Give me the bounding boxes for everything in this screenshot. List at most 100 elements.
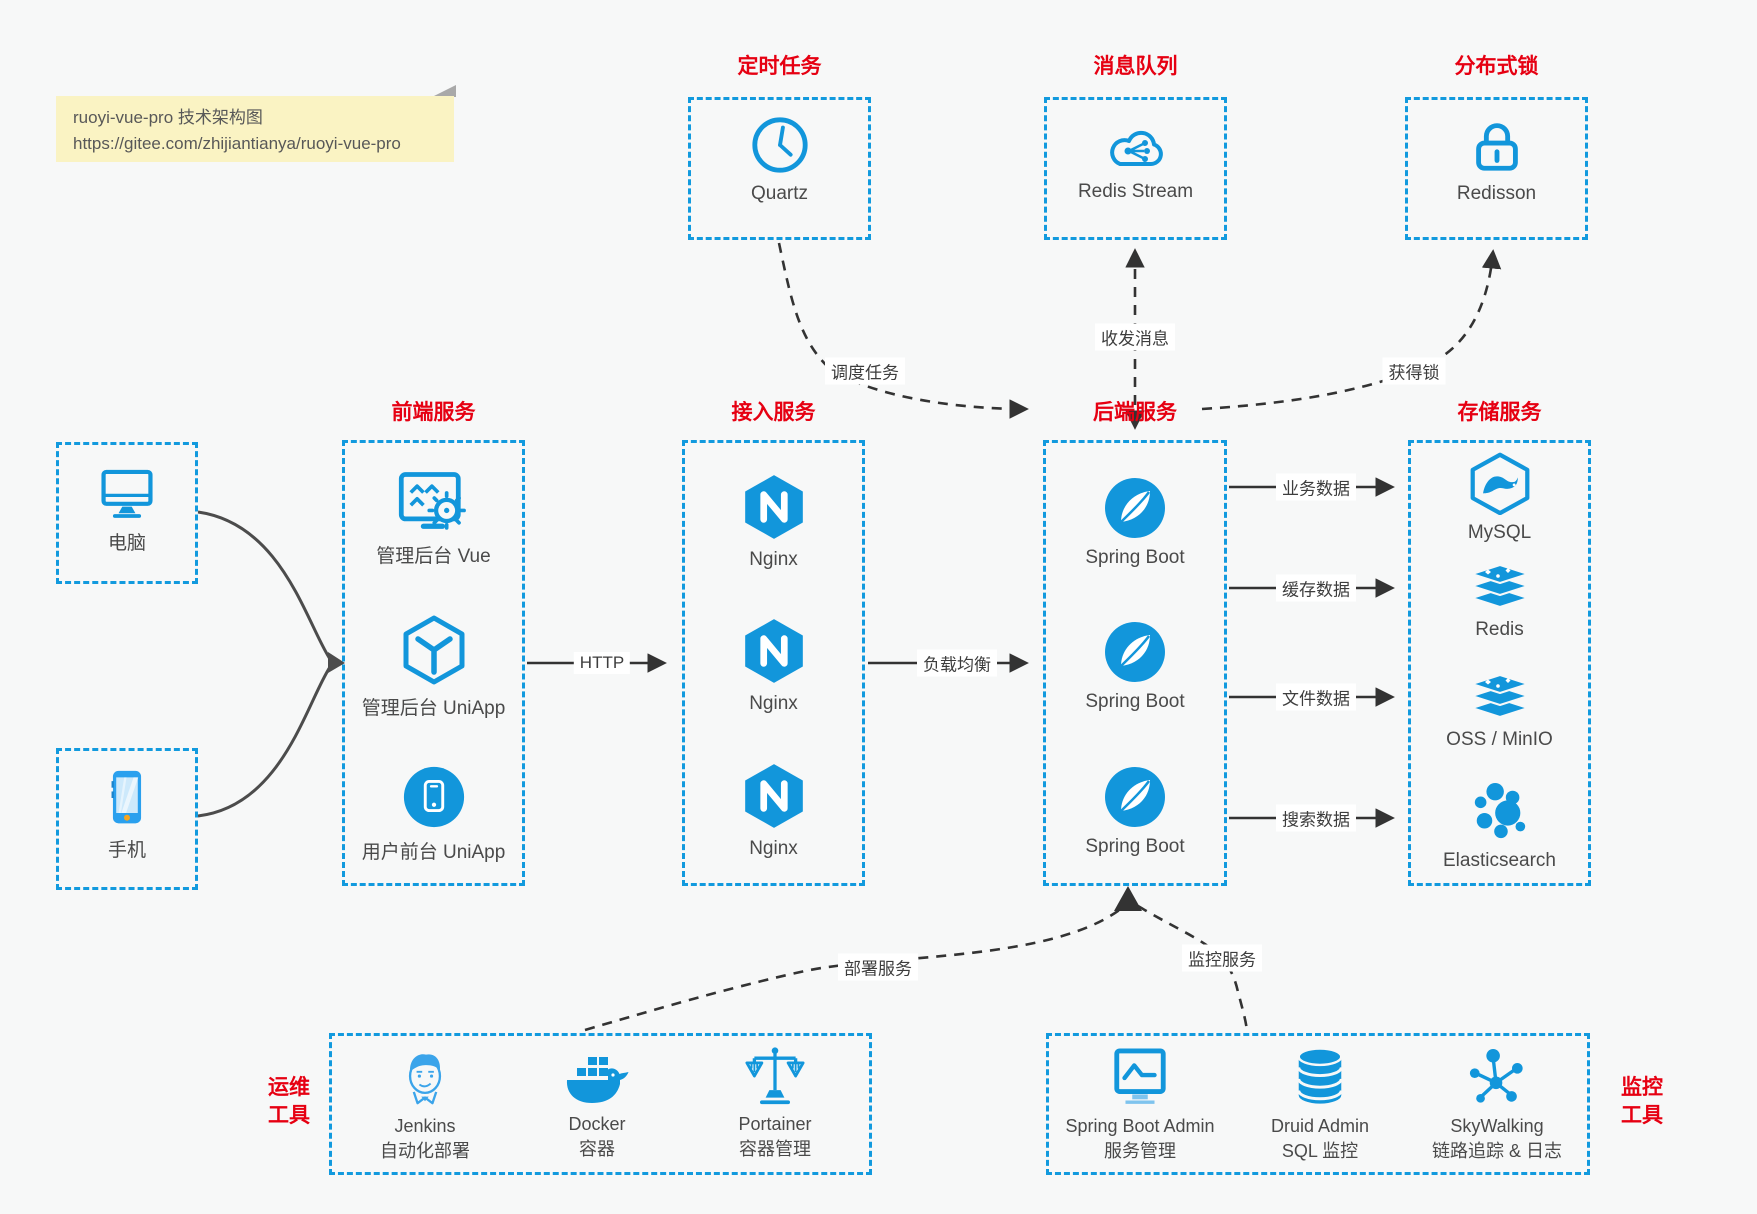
node-label: SkyWalking [1450, 1116, 1544, 1136]
spring-boot-icon [1103, 476, 1167, 540]
node-admin-uniapp: 管理后台 UniApp [342, 614, 525, 720]
node-portainer: Portainer 容器管理 [690, 1046, 860, 1162]
node-user-uniapp: 用户前台 UniApp [342, 764, 525, 864]
node-sublabel: 链路追踪 & 日志 [1431, 1141, 1562, 1162]
node-druid: Druid Admin SQL 监控 [1235, 1046, 1405, 1164]
portainer-icon [745, 1046, 805, 1106]
node-phone: 手机 [56, 768, 198, 862]
box-backend-services [1043, 440, 1227, 886]
node-label: OSS / MinIO [1446, 729, 1553, 750]
node-label: Redis Stream [1077, 181, 1194, 202]
edge-label-lock: 获得锁 [1382, 357, 1446, 385]
node-label: 用户前台 UniApp [361, 842, 506, 863]
node-label: Docker [568, 1114, 626, 1134]
ops-label-line2: 工具 [268, 1104, 310, 1128]
user-app-icon [401, 764, 467, 830]
node-label: Spring Boot [1085, 691, 1185, 712]
box-phone-client [56, 748, 198, 890]
deploy-arrowhead [1114, 886, 1142, 911]
box-gateway-services [682, 440, 865, 886]
uniapp-icon [400, 614, 468, 686]
nginx-icon [742, 616, 806, 686]
node-label: Jenkins [394, 1116, 456, 1136]
skywalking-icon [1467, 1048, 1527, 1108]
node-nginx-1: Nginx [682, 472, 865, 571]
edge-label-monitor: 监控服务 [1182, 944, 1262, 972]
edge-phone-to-frontend [197, 666, 332, 818]
node-label: Elasticsearch [1443, 850, 1556, 871]
lock-icon [1466, 114, 1528, 176]
nginx-icon [742, 761, 806, 831]
box-desktop-client [56, 442, 198, 584]
redis-icon [1468, 562, 1532, 612]
box-scheduled-task [688, 97, 871, 240]
edge-label-cache-data: 缓存数据 [1276, 574, 1356, 602]
group-title-message-queue: 消息队列 [1093, 55, 1178, 78]
clock-icon [749, 114, 811, 176]
node-label: MySQL [1467, 522, 1532, 543]
edge-label-deploy: 部署服务 [838, 953, 918, 981]
note-fold-corner [432, 85, 456, 97]
edge-label-search-data: 搜索数据 [1276, 804, 1356, 832]
node-desktop: 电脑 [56, 466, 198, 555]
node-nginx-3: Nginx [682, 761, 865, 860]
spring-boot-admin-icon [1109, 1048, 1171, 1108]
node-label: Spring Boot [1085, 547, 1185, 568]
oss-icon [1468, 672, 1532, 722]
ops-tools-label: 运维 工具 [249, 1074, 329, 1131]
phone-icon [97, 768, 157, 828]
box-ops-tools [329, 1033, 872, 1175]
node-label: Nginx [749, 549, 798, 570]
node-sublabel: 容器 [578, 1139, 615, 1160]
node-spring-boot-admin: Spring Boot Admin 服务管理 [1055, 1048, 1225, 1164]
druid-icon [1291, 1046, 1349, 1108]
box-storage-services [1408, 440, 1591, 886]
edge-label-file-data: 文件数据 [1276, 683, 1356, 711]
box-frontend-services [342, 440, 525, 886]
admin-vue-icon [396, 470, 472, 534]
node-jenkins: Jenkins 自动化部署 [340, 1046, 510, 1164]
node-springboot-2: Spring Boot [1043, 620, 1227, 713]
node-sublabel: 服务管理 [1104, 1141, 1176, 1162]
node-docker: Docker 容器 [512, 1054, 682, 1162]
message-cloud-icon [1102, 118, 1170, 174]
docker-icon [562, 1054, 632, 1106]
node-redis: Redis [1408, 562, 1591, 641]
node-springboot-3: Spring Boot [1043, 765, 1227, 858]
column-title-storage: 存储服务 [1457, 401, 1542, 424]
monitor-label-line1: 监控 [1621, 1076, 1663, 1099]
sticky-note: ruoyi-vue-pro 技术架构图 https://gitee.com/zh… [56, 96, 454, 162]
nginx-icon [742, 472, 806, 542]
node-sublabel: 容器管理 [738, 1139, 811, 1160]
box-monitor-tools [1046, 1033, 1590, 1175]
box-message-queue [1044, 97, 1227, 240]
edge-get-lock [1201, 249, 1502, 411]
node-admin-vue: 管理后台 Vue [342, 470, 525, 568]
note-url: https://gitee.com/zhijiantianya/ruoyi-vu… [73, 134, 401, 154]
edge-label-schedule: 调度任务 [825, 357, 905, 385]
node-label: 管理后台 Vue [376, 546, 491, 567]
node-label: 电脑 [107, 533, 146, 554]
node-label: Spring Boot Admin [1065, 1116, 1215, 1136]
note-title: ruoyi-vue-pro 技术架构图 [73, 108, 263, 127]
edge-label-business-data: 业务数据 [1276, 473, 1356, 501]
column-title-backend: 后端服务 [1093, 401, 1177, 424]
node-sublabel: SQL 监控 [1281, 1141, 1359, 1162]
node-label: Nginx [749, 838, 798, 859]
node-label: Nginx [749, 693, 798, 714]
node-elasticsearch: Elasticsearch [1408, 781, 1591, 872]
spring-boot-icon [1103, 765, 1167, 829]
jenkins-icon [397, 1046, 453, 1108]
ops-label-line1: 运维 [268, 1076, 310, 1099]
edge-desktop-to-frontend [197, 510, 332, 660]
node-springboot-1: Spring Boot [1043, 476, 1227, 569]
column-title-gateway: 接入服务 [731, 401, 816, 424]
edge-label-load-balance: 负载均衡 [917, 649, 997, 677]
node-skywalking: SkyWalking 链路追踪 & 日志 [1412, 1048, 1582, 1164]
group-title-distributed-lock: 分布式锁 [1454, 55, 1539, 78]
node-redis-stream: Redis Stream [1044, 118, 1227, 203]
spring-boot-icon [1103, 620, 1167, 684]
monitor-label-line2: 工具 [1621, 1104, 1663, 1128]
node-label: Quartz [750, 183, 809, 204]
